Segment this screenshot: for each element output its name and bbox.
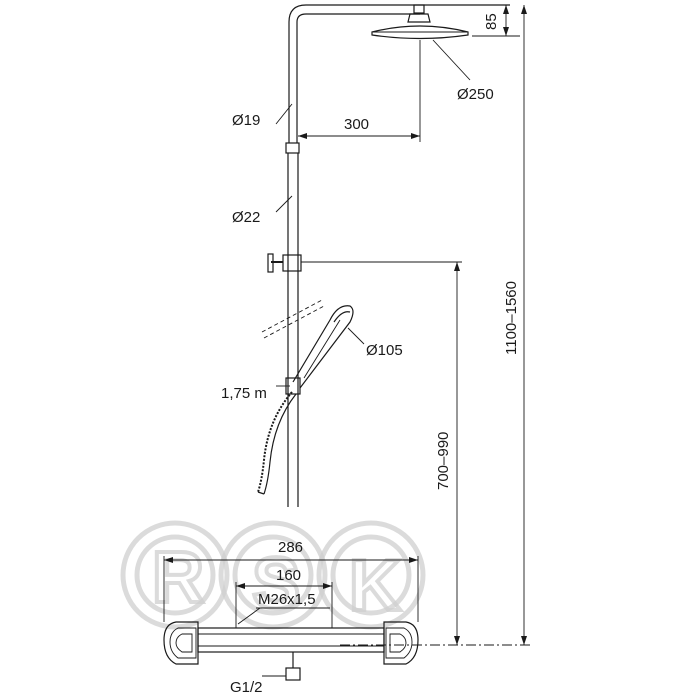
hose-length-label: 1,75 m — [221, 385, 267, 402]
hand-shower — [261, 299, 354, 389]
mixer-width-label: 286 — [278, 539, 303, 556]
inlet-spacing-label: 160 — [276, 567, 301, 584]
total-height-label: 1100–1560 — [503, 281, 520, 355]
hand-shower-diameter-label: Ø105 — [366, 342, 403, 359]
head-shower — [371, 4, 469, 40]
thermostatic-mixer — [163, 621, 419, 681]
head-diameter-label: Ø250 — [457, 86, 494, 103]
dimension-labels: 85 Ø250 Ø19 300 Ø22 Ø105 1,75 m 700–990 … — [221, 13, 520, 696]
head-drop-label: 85 — [483, 13, 500, 30]
upper-pipe-diameter-label: Ø19 — [232, 112, 260, 129]
arm-length-label: 300 — [344, 116, 369, 133]
watermark-letter-k: K — [349, 546, 401, 626]
watermark-letter-s: S — [252, 544, 300, 624]
inlet-thread-label: M26x1,5 — [258, 591, 316, 608]
shower-hose — [257, 391, 297, 495]
shower-riser — [267, 4, 510, 507]
holder-height-label: 700–990 — [435, 432, 452, 490]
outlet-thread-label: G1/2 — [230, 679, 263, 696]
watermark-letter-r: R — [152, 538, 204, 618]
lower-pipe-diameter-label: Ø22 — [232, 209, 260, 226]
rsk-watermark: R S K — [120, 520, 426, 630]
dimension-lines — [163, 5, 530, 677]
